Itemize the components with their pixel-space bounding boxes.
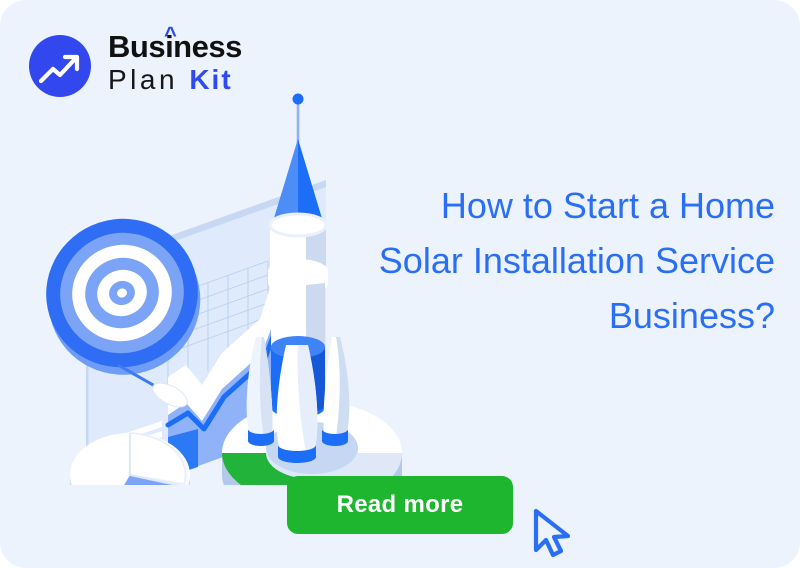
logo-accent-circumflex-icon: ^ xyxy=(164,22,177,47)
logo-line-plan-kit: Plan Kit xyxy=(108,63,233,97)
read-more-button[interactable]: Read more xyxy=(287,476,513,534)
rocket-shape xyxy=(246,93,350,463)
logo-word-kit: Kit xyxy=(189,64,233,95)
growth-arrow-circle-logo-icon xyxy=(28,34,92,98)
isometric-business-illustration xyxy=(10,85,410,527)
page-title: How to Start a Home Solar Installation S… xyxy=(378,185,775,336)
dartboard-target-shape xyxy=(46,218,201,375)
mouse-pointer-icon xyxy=(528,505,582,563)
brand-logo-text: Business ^ Plan Kit xyxy=(108,22,328,100)
logo-line-business: Business xyxy=(108,29,242,64)
dart-shape xyxy=(117,363,188,408)
logo-word-plan: Plan xyxy=(108,64,190,95)
brand-logo[interactable]: Business ^ Plan Kit xyxy=(28,22,328,102)
rocket-boosters xyxy=(246,337,350,463)
